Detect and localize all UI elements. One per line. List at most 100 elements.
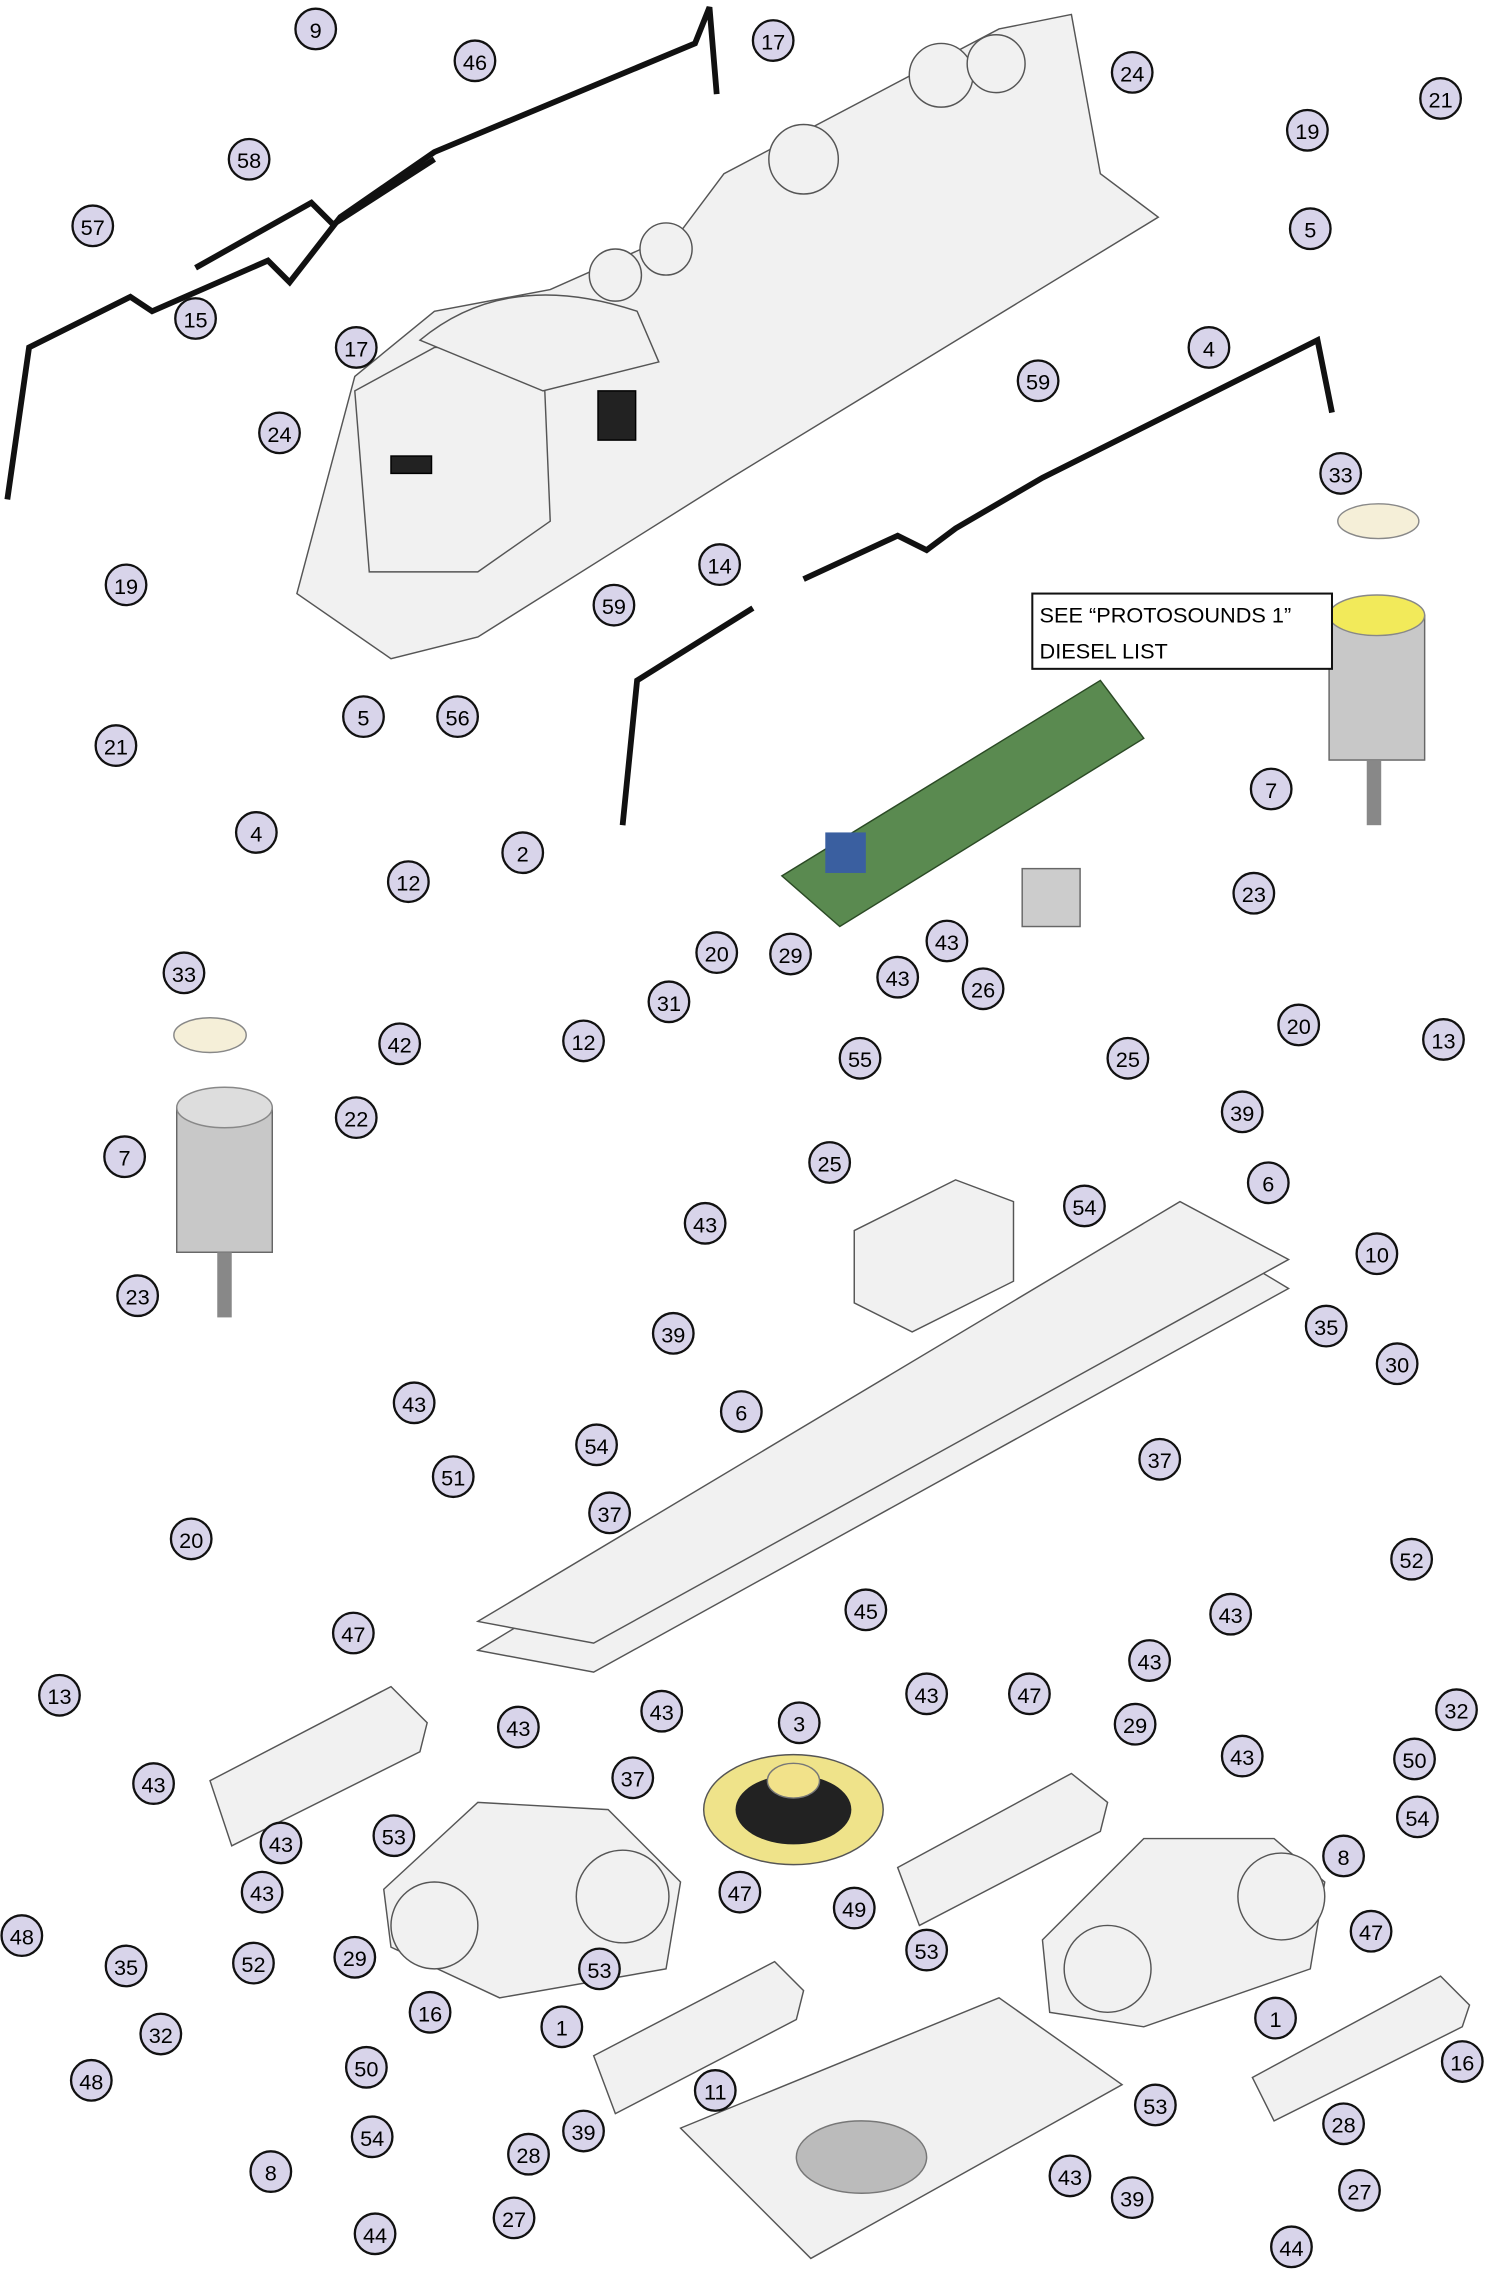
callout-number: 32 [1444,1699,1468,1724]
callout-circle [905,1928,949,1972]
callout-circle [294,7,338,51]
callout-circle [1007,1672,1051,1716]
callout-circle [38,1673,81,1717]
callout-circle [693,2069,737,2112]
callout-part-35: 35 [104,1944,148,1988]
callout-number: 52 [241,1952,265,1977]
callout-part-14: 14 [698,543,742,587]
callout-number: 49 [842,1897,866,1922]
callout-circle [334,1096,378,1140]
callout-circle [1393,1737,1436,1781]
callout-circle [1390,1537,1434,1581]
callout-number: 43 [915,1683,939,1708]
callout-part-59: 59 [592,583,636,627]
callout-number: 1 [556,2016,568,2041]
callout-part-48: 48 [0,1914,44,1958]
callout-circle [1288,207,1332,251]
callout-number: 44 [1279,2236,1303,2261]
locomotive-shell [296,13,1160,660]
callout-number: 16 [1450,2050,1474,2075]
callout-circle [695,931,739,975]
callout-part-32: 32 [139,2012,183,2056]
callout-number: 5 [357,706,369,731]
callout-circle [808,1141,852,1184]
callout-number: 31 [657,991,681,1016]
callout-circle [162,951,206,995]
callout-number: 43 [1230,1745,1254,1770]
callout-number: 43 [141,1773,165,1798]
callout-number: 8 [1338,1845,1350,1870]
callout-number: 58 [237,148,261,173]
callout-part-28: 28 [1322,2102,1365,2146]
callout-number: 19 [114,574,138,599]
callout-number: 1 [1269,2007,1281,2032]
callout-part-29: 29 [333,1935,377,1979]
callout-number: 29 [778,943,802,968]
callout-number: 8 [265,2161,277,2186]
callout-circle [1304,1304,1348,1348]
callout-part-53: 53 [578,1947,621,1991]
callout-circle [169,1517,213,1561]
callout-circle [353,2212,397,2256]
callout-circle [1419,77,1462,120]
callout-part-10: 10 [1355,1232,1399,1276]
sound-board [780,679,1145,928]
callout-circle [1138,1437,1182,1481]
callout-part-20: 20 [169,1517,213,1561]
callout-part-43: 43 [905,1672,949,1716]
callout-circle [1270,2225,1313,2269]
callout-circle [116,1274,160,1318]
callout-part-21: 21 [1419,77,1462,120]
callout-number: 43 [250,1881,274,1906]
callout-circle [562,1019,605,1063]
callout-number: 28 [1332,2113,1356,2138]
callout-circle [1110,2176,1154,2220]
callout-number: 37 [621,1767,645,1792]
callout-part-29: 29 [1113,1702,1157,1746]
callout-number: 23 [1242,882,1266,907]
callout-number: 24 [1120,61,1144,86]
callout-number: 2 [517,842,529,867]
callout-part-53: 53 [372,1814,416,1858]
note-line-2: DIESEL LIST [1040,639,1168,664]
callout-number: 47 [1359,1920,1383,1945]
callout-part-33: 33 [162,951,206,995]
callout-number: 24 [267,422,291,447]
callout-part-43: 43 [132,1762,175,1805]
callout-circle [1349,1909,1393,1953]
callout-number: 45 [854,1599,878,1624]
callout-circle [611,1756,655,1800]
callout-number: 23 [126,1285,150,1310]
callout-part-13: 13 [38,1673,81,1717]
callout-circle [453,39,497,83]
callout-number: 55 [848,1047,872,1072]
callout-circle [104,1944,148,1988]
callout-number: 12 [396,871,420,896]
callout-circle [876,955,920,999]
callout-part-43: 43 [1220,1734,1264,1778]
callout-part-43: 43 [1209,1592,1253,1636]
callout-part-21: 21 [94,724,138,767]
callout-part-43: 43 [925,919,969,963]
callout-part-43: 43 [259,1821,303,1865]
callout-circle [174,297,217,340]
callout-number: 5 [1304,218,1316,243]
callout-circle [334,326,378,369]
callout-part-19: 19 [104,563,148,607]
callout-number: 43 [269,1832,293,1857]
battery-box [853,1179,1015,1333]
callout-number: 25 [818,1151,842,1176]
callout-number: 50 [1402,1748,1426,1773]
callout-circle [249,2150,293,2193]
callout-circle [1440,2040,1484,2083]
callout-number: 53 [915,1939,939,1964]
callout-circle [1220,1090,1264,1134]
callout-part-43: 43 [640,1689,684,1733]
callout-part-47: 47 [1349,1909,1393,1953]
callout-number: 42 [388,1033,412,1058]
callout-number: 15 [183,307,207,332]
callout-circle [751,19,795,62]
callout-part-23: 23 [1232,871,1276,915]
callout-part-4: 4 [234,811,278,854]
callout-circle [501,831,545,875]
